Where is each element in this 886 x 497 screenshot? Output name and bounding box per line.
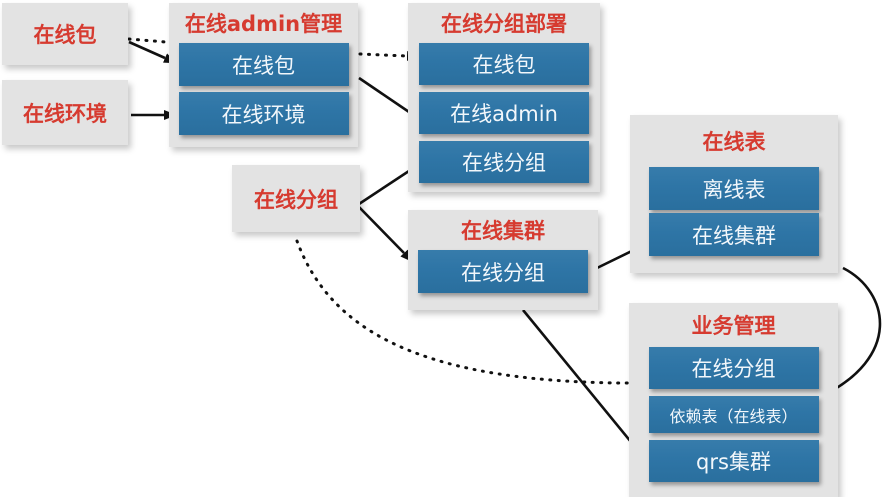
group-biz-mgmt: 业务管理 在线分组 依赖表（在线表） qrs集群 [629, 303, 838, 497]
group-online-table-title: 在线表 [702, 130, 766, 154]
group-online-table: 在线表 离线表 在线集群 [630, 115, 838, 273]
group-online-cluster-title: 在线集群 [461, 219, 545, 243]
item-biz-qrs-cluster: qrs集群 [648, 440, 819, 482]
item-deploy-admin: 在线admin [419, 92, 589, 134]
item-cluster-group: 在线分组 [418, 250, 588, 293]
item-offline-table: 离线表 [649, 167, 819, 210]
item-table-online-cluster: 在线集群 [649, 213, 819, 256]
group-online-cluster: 在线集群 在线分组 [408, 210, 598, 310]
group-online-admin-mgmt: 在线admin管理 在线包 在线环境 [169, 3, 358, 147]
node-online-env: 在线环境 [2, 80, 128, 145]
group-online-admin-mgmt-title: 在线admin管理 [184, 12, 343, 36]
group-online-group-deploy: 在线分组部署 在线包 在线admin 在线分组 [408, 3, 600, 192]
edge-admin-group-to-deploy-package-dotted-arrow [358, 51, 420, 61]
edge-admin-package-to-deploy-admin-arrow [358, 76, 423, 122]
item-biz-deps-table: 依赖表（在线表） [648, 396, 819, 433]
group-biz-mgmt-title: 业务管理 [691, 314, 776, 338]
edge-package-to-admin-group-dotted [127, 37, 168, 44]
group-online-group-deploy-title: 在线分组部署 [441, 12, 567, 36]
edge-package-to-admin-package-arrow [128, 40, 177, 64]
edge-group-to-cluster-group-arrow [358, 206, 414, 263]
node-online-group-label: 在线分组 [254, 187, 338, 212]
item-deploy-package: 在线包 [419, 43, 589, 85]
edge-group-to-deploy-group-arrow [358, 161, 423, 206]
item-deploy-group: 在线分组 [419, 141, 589, 183]
node-online-package: 在线包 [2, 3, 128, 65]
node-online-group: 在线分组 [232, 165, 360, 232]
item-biz-online-group: 在线分组 [648, 347, 819, 389]
edge-cluster-to-qrs-arrow [521, 309, 645, 459]
item-admin-package: 在线包 [178, 43, 349, 86]
item-admin-env: 在线环境 [178, 92, 349, 135]
node-online-package-label: 在线包 [33, 23, 97, 47]
node-online-env-label: 在线环境 [23, 101, 107, 126]
